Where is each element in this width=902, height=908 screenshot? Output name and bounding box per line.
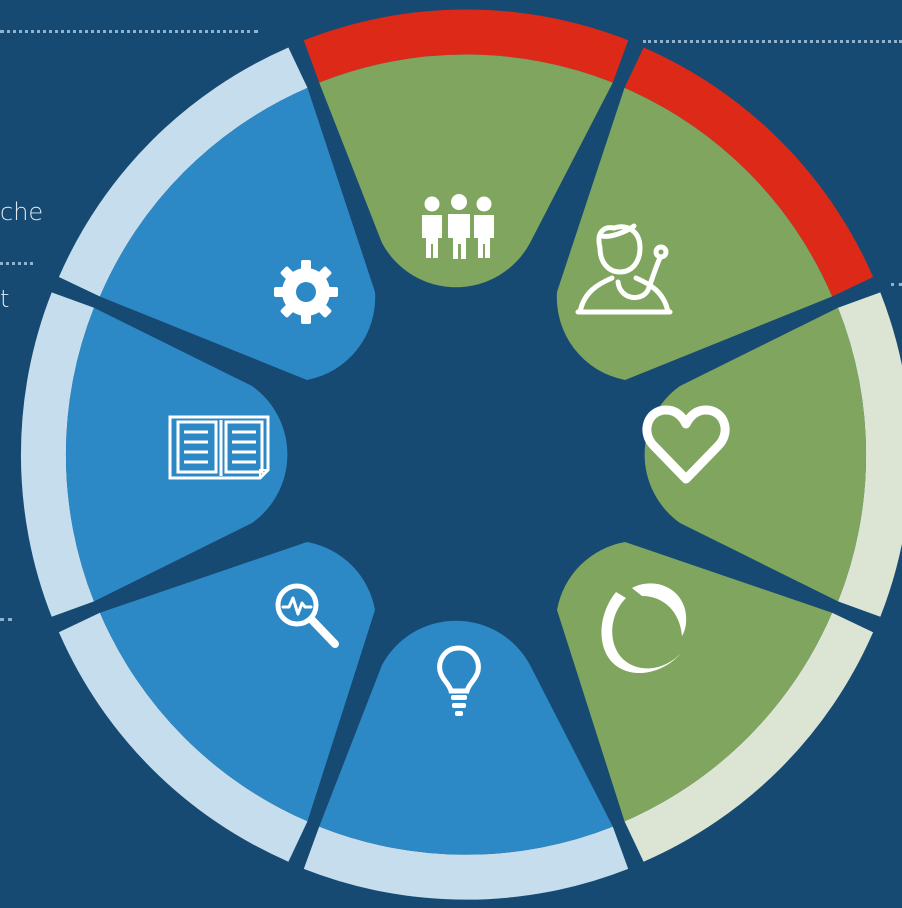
dotted-line-mid-left bbox=[0, 262, 33, 265]
heart-icon bbox=[642, 405, 730, 484]
rim-arc-top-left bbox=[58, 47, 308, 297]
refresh-cycle-icon bbox=[601, 583, 687, 674]
segment-people-group[interactable] bbox=[319, 54, 613, 288]
magnifier-pulse-icon bbox=[275, 583, 339, 648]
lightbulb-icon bbox=[437, 645, 481, 716]
open-book-icon bbox=[168, 415, 270, 480]
rim-arc-bottom-right bbox=[624, 612, 874, 862]
segment-lightbulb[interactable] bbox=[319, 620, 613, 855]
rim-arc-bottom-left bbox=[58, 612, 308, 862]
dotted-line-lower-left bbox=[0, 618, 12, 621]
gear-icon bbox=[274, 260, 338, 324]
left-text-line-2: t bbox=[0, 285, 10, 313]
dotted-line-top-left bbox=[0, 30, 258, 33]
segment-magnifier[interactable] bbox=[99, 542, 376, 822]
people-group-icon bbox=[422, 194, 494, 259]
dotted-line-mid-right bbox=[891, 283, 902, 286]
rim-arc-right bbox=[838, 292, 902, 617]
rim-arc-top bbox=[303, 9, 629, 83]
segment-cycle[interactable] bbox=[557, 542, 833, 822]
dotted-line-top-right bbox=[643, 40, 902, 43]
doctor-stethoscope-icon bbox=[575, 223, 673, 315]
rim-arc-top-right bbox=[624, 47, 874, 297]
rim-arc-left bbox=[20, 292, 94, 617]
left-text-line-1: che bbox=[0, 198, 44, 226]
left-description-text: che t bbox=[0, 140, 43, 343]
segment-doctor[interactable] bbox=[556, 87, 833, 381]
segment-heart[interactable] bbox=[644, 307, 867, 602]
rim-arc-bottom bbox=[303, 826, 629, 900]
